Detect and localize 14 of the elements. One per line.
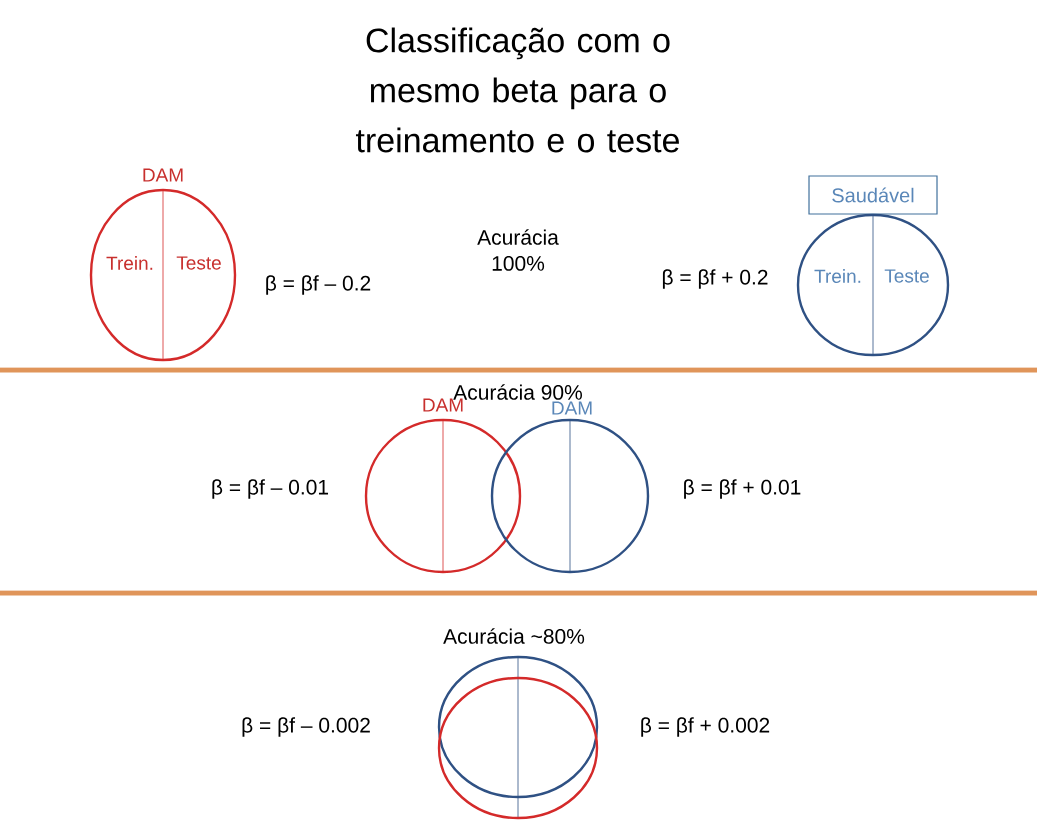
accuracy-text: Acurácia ~80% xyxy=(443,628,585,644)
beta-equation: β = βf – 0.01 xyxy=(212,479,329,499)
node-label: DAM xyxy=(552,401,592,415)
beta-equation: β = βf – 0.2 xyxy=(266,275,371,295)
accuracy-text: Acurácia 90% xyxy=(453,384,582,400)
beta-equation: β = βf + 0.01 xyxy=(684,479,801,499)
node-label: DAM xyxy=(143,168,183,182)
beta-equation: β = βf + 0.2 xyxy=(662,269,768,289)
label-box: Saudável xyxy=(808,175,938,215)
beta-equation: β = βf + 0.002 xyxy=(641,717,770,737)
title: Classificação com o mesmo beta para o treinamento e o teste xyxy=(356,27,679,153)
beta-equation: β = βf – 0.002 xyxy=(242,717,370,737)
accuracy-text: Acurácia 100% xyxy=(477,229,559,271)
node-label: DAM xyxy=(423,398,463,412)
